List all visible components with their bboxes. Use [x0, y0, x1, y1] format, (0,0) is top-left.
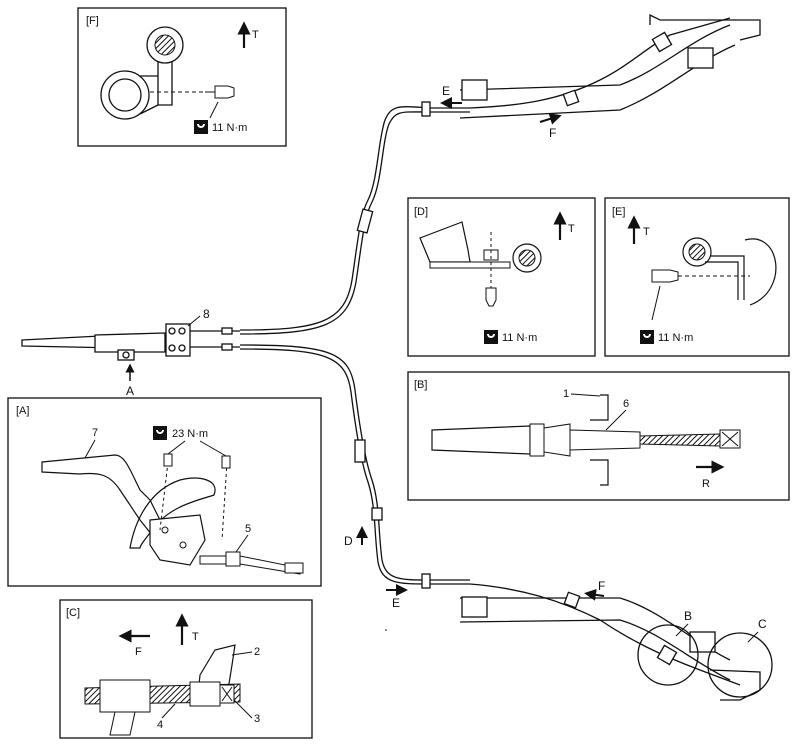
view-a-label: A: [126, 384, 134, 398]
wrench-torque-icon: [640, 330, 654, 344]
arrow-f-top-label: F: [549, 126, 556, 140]
part-8-label: 8: [203, 307, 210, 321]
inset-e-torque: 11 N·m: [658, 332, 693, 344]
wrench-torque-icon: [194, 120, 208, 134]
inset-d: [D] T 11 N·m: [407, 197, 596, 357]
inset-c-part3: 3: [254, 713, 260, 725]
inset-e-arrow-label: T: [643, 226, 650, 238]
inset-b-part1: 1: [563, 388, 569, 400]
inset-f-tag: [F]: [86, 15, 99, 27]
inset-a-torque: 23 N·m: [172, 428, 208, 440]
inset-a-tag: [A]: [16, 405, 29, 417]
inset-c-part2: 2: [254, 646, 260, 658]
inset-a-part7: 7: [92, 427, 98, 439]
wrench-torque-icon: [153, 426, 167, 440]
inset-d-arrow-label: T: [568, 223, 575, 235]
inset-f: [F] T 11 N·m: [77, 7, 287, 147]
main-cable-assembly: [21, 13, 773, 701]
inset-f-arrow-label: T: [252, 29, 259, 41]
inset-a-part5: 5: [245, 523, 251, 535]
inset-f-torque: 11 N·m: [212, 122, 247, 134]
arrow-d-label: D: [344, 534, 353, 548]
inset-d-tag: [D]: [414, 206, 428, 218]
inset-c: [C] F T 2 3 4: [59, 599, 313, 739]
inset-d-torque: 11 N·m: [502, 332, 537, 344]
inset-c-arrow-f: F: [135, 646, 142, 658]
callout-b-label: B: [684, 609, 692, 623]
inset-e-tag: [E]: [612, 206, 625, 218]
inset-a: [A] 7 5 23 N·m: [7, 397, 322, 587]
inset-c-part4: 4: [157, 719, 163, 731]
inset-b-arrow-label: R: [702, 478, 710, 490]
arrow-right-icon: [539, 113, 562, 125]
arrow-e-bottom-label: E: [392, 596, 400, 610]
inset-b-part6: 6: [623, 398, 629, 410]
inset-e: [E] T 11 N·m: [604, 197, 790, 357]
wrench-torque-icon: [484, 330, 498, 344]
arrow-e-top-label: E: [442, 84, 450, 98]
arrow-f-bottom-label: F: [598, 579, 605, 593]
inset-b-tag: [B]: [414, 379, 427, 391]
arrow-left-icon: [584, 588, 605, 601]
inset-b: [B] 1 6 R: [407, 371, 790, 501]
inset-c-tag: [C]: [66, 607, 80, 619]
callout-c-label: C: [758, 617, 767, 631]
inset-c-arrow-t: T: [192, 631, 199, 643]
